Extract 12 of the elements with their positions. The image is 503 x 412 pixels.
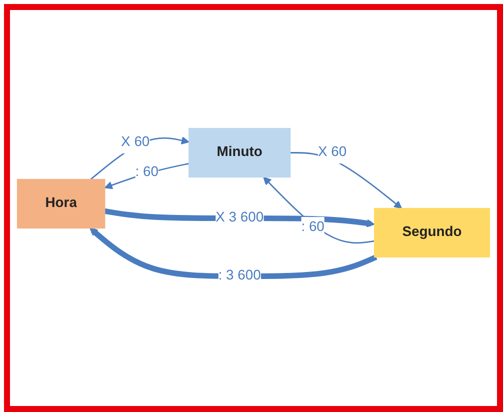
frame-border: : 60 : 60 X 60 X 60 : 3 600 X 3 600 Hora Minuto Segundo xyxy=(4,4,503,412)
edge-label: : 60 xyxy=(135,164,158,180)
edge-label: : 3 600 xyxy=(218,268,261,284)
edge-label: : 60 xyxy=(301,219,324,236)
node-box xyxy=(188,128,291,178)
arrow xyxy=(263,177,375,244)
edge-label: X 60 xyxy=(318,144,347,160)
edge-label: X 60 xyxy=(121,134,150,150)
node-box xyxy=(374,208,490,258)
edge-label: X 3 600 xyxy=(216,210,264,226)
node-box xyxy=(16,179,106,230)
arrow xyxy=(104,163,190,190)
